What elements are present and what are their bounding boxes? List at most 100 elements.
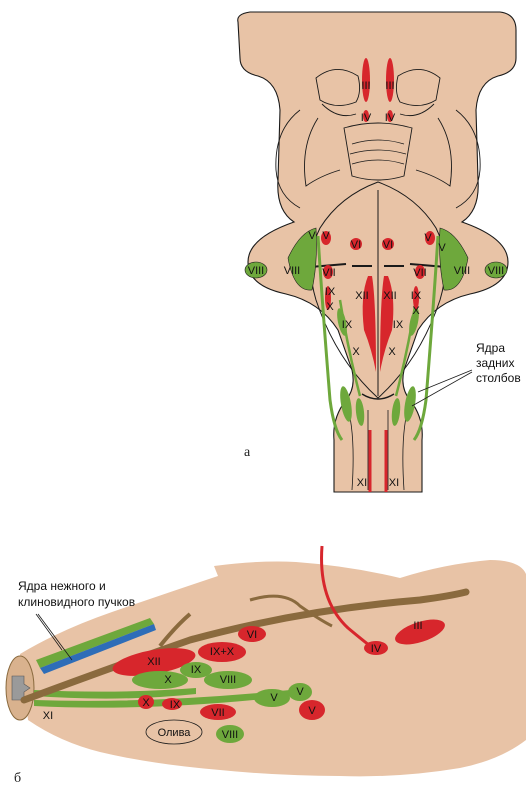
trochlear-nucleus-right [387, 110, 393, 122]
label-b-IV: IV [371, 643, 382, 655]
trigeminal-sensory-nucleus-b [254, 689, 290, 707]
label-b-VIII-green: VIII [220, 674, 237, 686]
label-a-V-right-2: V [438, 242, 446, 254]
olive [145, 719, 203, 745]
label-a-VI-left: VI [351, 239, 361, 251]
label-b-IX-green: IX [191, 664, 202, 676]
callout-b-leader-2 [37, 613, 73, 661]
cochlear-nucleus-left [244, 261, 268, 279]
trigeminal-motor-nucleus-left [321, 231, 331, 245]
trochlear-nucleus-b [364, 641, 388, 655]
superior-cerebellar-peduncle-left [275, 109, 301, 209]
label-a-XI-left: XI [357, 477, 367, 489]
spinal-gray-matter [11, 675, 31, 701]
label-b-VIII-lower: VIII [222, 729, 239, 741]
nerve-branch-down [158, 612, 192, 648]
label-b-V-red: V [308, 705, 316, 717]
label-a-IX-right-upper: IX [411, 290, 422, 302]
trochlear-nucleus-left [363, 110, 369, 122]
label-a-VIII-right-inner: VIII [454, 265, 471, 277]
facial-nucleus-b [200, 704, 236, 720]
label-b-III: III [413, 620, 422, 632]
cuneate-fasciculus-blue [40, 624, 156, 674]
label-b-XII: XII [147, 656, 160, 668]
callout-b-line-2: клиновидного пучков [18, 595, 135, 609]
label-a-VII-left: VII [322, 267, 335, 279]
label-a-X-right-lower: X [388, 346, 396, 358]
panel-b-lateral-view: III IV VI IX+X XII X IX VIII V V V X IX … [5, 545, 526, 786]
label-b-VII: VII [211, 707, 224, 719]
facial-nucleus-right [415, 265, 425, 279]
hypoglossal-nucleus-right [380, 276, 394, 372]
cochlear-nucleus-right [484, 261, 508, 279]
inferior-colliculi-outline [321, 103, 435, 117]
trigeminal-motor-nucleus-right [425, 231, 435, 245]
hypoglossal-nucleus-b [112, 648, 196, 676]
label-b-X-green: X [164, 674, 172, 686]
colliculus-outline-right [395, 69, 441, 106]
label-a-III-left: III [361, 80, 370, 92]
dorsal-column-nucleus-right-1 [404, 386, 416, 422]
label-a-X-left-lower: X [352, 346, 360, 358]
velum-stripes [349, 139, 407, 165]
label-a-XI-right: XI [389, 477, 399, 489]
gracile-fasciculus-green [36, 618, 154, 668]
solitary-tract-left [338, 299, 362, 397]
label-a-IV-right: IV [385, 112, 396, 124]
label-b-V-green-2: V [296, 686, 304, 698]
callout-line-1: Ядра [476, 341, 505, 355]
superior-cerebellar-peduncle-right [455, 109, 481, 209]
panel-a-dorsal-view: III III IV IV V V V V VI VI VII VII VIII… [237, 11, 521, 493]
label-a-VIII-left-inner: VIII [284, 265, 301, 277]
label-b-IX-X: IX+X [210, 646, 235, 658]
oculomotor-nucleus-right [386, 58, 394, 102]
ambiguus-nucleus-right [413, 286, 419, 310]
trigeminal-nerve-root [20, 588, 470, 704]
sensory-tract-green-long [34, 690, 292, 708]
label-a-VI-right: VI [383, 239, 393, 251]
oculomotor-nucleus-left [362, 58, 370, 102]
ambiguus-ix-b [162, 698, 182, 710]
abducens-nucleus-b [238, 626, 266, 642]
callout-b-line-1: Ядра нежного и [18, 579, 106, 593]
callout-line-2: задних [476, 356, 515, 370]
label-b-VI: VI [247, 629, 257, 641]
callout-leader-1 [417, 369, 473, 393]
label-a-IX-left-upper: IX [325, 286, 336, 298]
callout-line-3: столбов [476, 371, 521, 385]
callout-b-leader-1 [35, 613, 63, 651]
label-a-III-right: III [385, 80, 394, 92]
callout-gracile-cuneate-nuclei: Ядра нежного и клиновидного пучков [18, 579, 135, 661]
solitary-nucleus-left [337, 308, 347, 336]
label-b-X-red: X [142, 697, 150, 709]
label-a-V-right: V [424, 232, 432, 244]
callout-dorsal-column-nuclei: Ядра задних столбов [411, 341, 521, 407]
label-b-IX-red: IX [170, 699, 181, 711]
vestibular-area-left [287, 227, 317, 291]
medulla-lateral-lines [345, 401, 411, 491]
label-a-IX-left-lower: IX [342, 319, 353, 331]
colliculus-outline-left [315, 69, 361, 106]
trigeminal-motor-nucleus-b [299, 700, 325, 720]
peduncle-inner-left [304, 117, 341, 187]
callout-leader-2 [411, 371, 473, 407]
rhomboid-fossa-outline [310, 181, 446, 399]
abducens-nucleus-right [382, 238, 394, 250]
superior-medullary-velum [343, 122, 413, 181]
label-a-X-left-upper: X [326, 301, 334, 313]
label-a-V-left-2: V [322, 230, 330, 242]
cochlear-nucleus-b [216, 725, 244, 743]
dorsal-column-nucleus-left-2 [355, 398, 365, 426]
trigeminal-sensory-column-left [316, 235, 344, 441]
vagus-nucleus-b [132, 671, 188, 689]
accessory-ambiguus-x-b [138, 695, 154, 709]
solitary-nucleus-right [409, 308, 419, 336]
solitary-tract-right [394, 299, 418, 397]
glossopharyngeal-nucleus-b [180, 662, 212, 678]
label-a-VII-right: VII [413, 267, 426, 279]
label-a-V-left: V [308, 230, 316, 242]
hypoglossal-nucleus-left [362, 276, 376, 372]
dorsal-column-nucleus-left-1 [340, 386, 352, 422]
